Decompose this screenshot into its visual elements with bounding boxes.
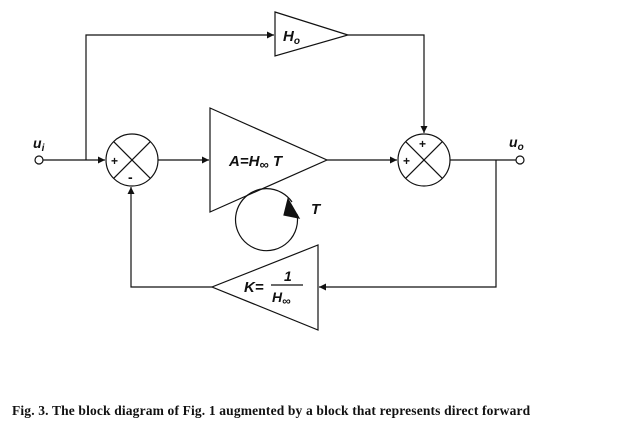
feedback-numerator: 1 [284, 268, 292, 284]
direct-forward-label: Ho [283, 28, 300, 47]
feedback-wire-in [319, 160, 497, 291]
block-diagram: ui uo Ho A=H∞ T T K= 1 H∞ + - + + [33, 11, 525, 331]
feedback-prefix: K= [244, 279, 264, 296]
loop-gain-label: T [311, 201, 322, 218]
output-terminal [515, 155, 525, 165]
direct-forward-wire-in [85, 31, 274, 160]
feedback-label: K= 1 H∞ [244, 268, 303, 308]
output-summing-junction [397, 133, 451, 187]
feedback-block [210, 244, 319, 331]
input-junction-minus-sign: - [128, 169, 133, 185]
output-junction-top-plus-sign: + [419, 137, 426, 151]
figure-caption: Fig. 3. The block diagram of Fig. 1 augm… [12, 403, 531, 418]
input-terminal [34, 155, 44, 165]
output-signal-label: uo [509, 134, 524, 153]
direct-forward-wire-out [348, 34, 428, 133]
direct-forward-block [274, 11, 351, 57]
input-signal-label: ui [33, 135, 45, 154]
output-junction-left-plus-sign: + [403, 154, 410, 168]
loop-gain-arrow [234, 188, 299, 252]
input-junction-plus-sign: + [111, 154, 118, 168]
amplifier-block [209, 107, 329, 213]
feedback-wire-out [127, 187, 212, 288]
amplifier-label: A=H∞ T [228, 153, 284, 172]
feedback-denominator: H∞ [272, 289, 291, 308]
loop-gain-arrowhead [283, 197, 301, 219]
